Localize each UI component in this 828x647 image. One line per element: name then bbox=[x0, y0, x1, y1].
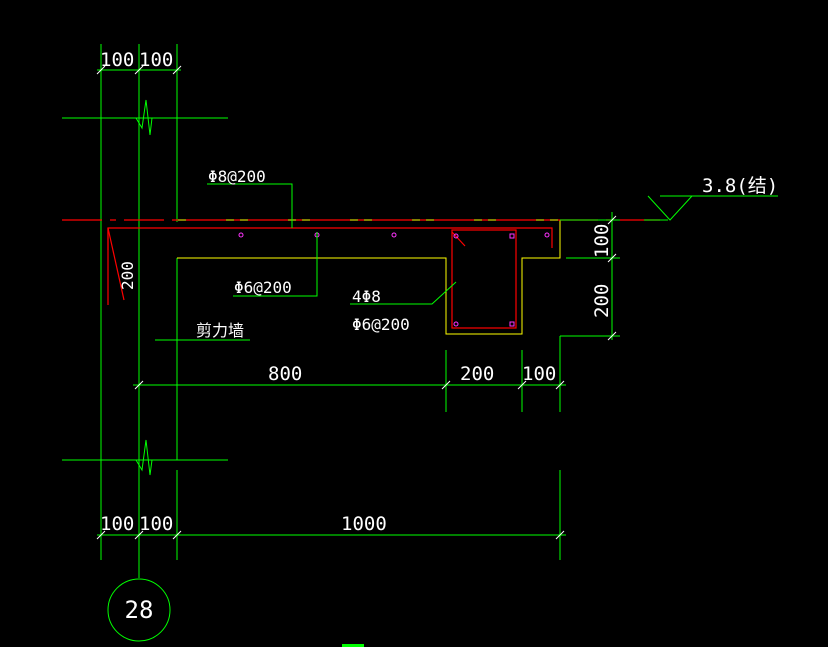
detail-number: 28 bbox=[125, 596, 154, 624]
shear-wall-outline bbox=[62, 50, 228, 560]
dim-slab-thickness: 100 bbox=[591, 224, 613, 258]
dim-edge: 100 bbox=[522, 363, 556, 385]
cursor-marker bbox=[342, 644, 364, 647]
rebar-label-top: Φ8@200 bbox=[208, 167, 266, 186]
dimension-lines bbox=[97, 44, 778, 642]
rebar-label-beam-stirrup: Φ6@200 bbox=[352, 315, 410, 334]
slab-beam-outline bbox=[177, 219, 561, 335]
dim-bottom-b: 100 bbox=[139, 513, 173, 535]
dim-beam-depth: 200 bbox=[591, 284, 613, 318]
rebar-dots bbox=[238, 232, 550, 327]
dim-top-right: 100 bbox=[139, 49, 173, 71]
dim-slab-span: 800 bbox=[268, 363, 302, 385]
elevation-label: 3.8(结) bbox=[702, 175, 778, 197]
rebar-label-beam-main: 4Φ8 bbox=[352, 287, 381, 306]
dim-wall-thickness: 200 bbox=[118, 261, 137, 290]
dim-beam-width: 200 bbox=[460, 363, 494, 385]
rebar-label-slab: Φ6@200 bbox=[234, 278, 292, 297]
dim-top-left: 100 bbox=[100, 49, 134, 71]
rebar-lines bbox=[62, 219, 668, 329]
shear-wall-label: 剪力墙 bbox=[196, 321, 244, 340]
dimension-ticks bbox=[96, 65, 617, 540]
dim-bottom-a: 100 bbox=[100, 513, 134, 535]
dim-bottom-total: 1000 bbox=[341, 513, 387, 535]
